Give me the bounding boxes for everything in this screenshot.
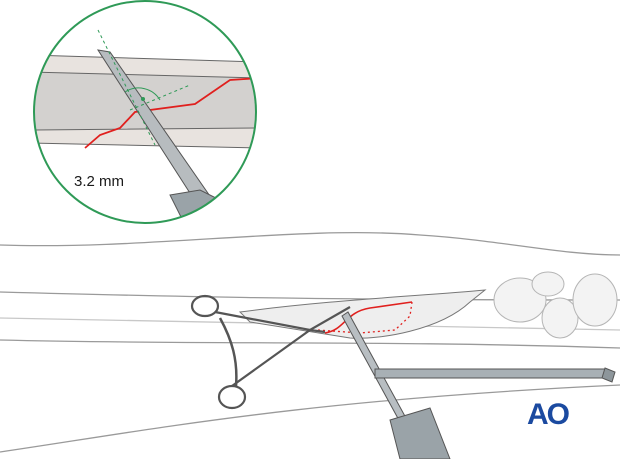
reduction-forceps <box>190 294 351 410</box>
inset-border <box>33 0 257 224</box>
magnified-inset <box>34 1 256 223</box>
radius-bone <box>238 289 487 339</box>
drill-guide <box>341 311 616 459</box>
drill-size-label: 3.2 mm <box>74 173 125 190</box>
carpal-bones <box>493 271 618 339</box>
ao-logo: AO <box>527 398 570 431</box>
